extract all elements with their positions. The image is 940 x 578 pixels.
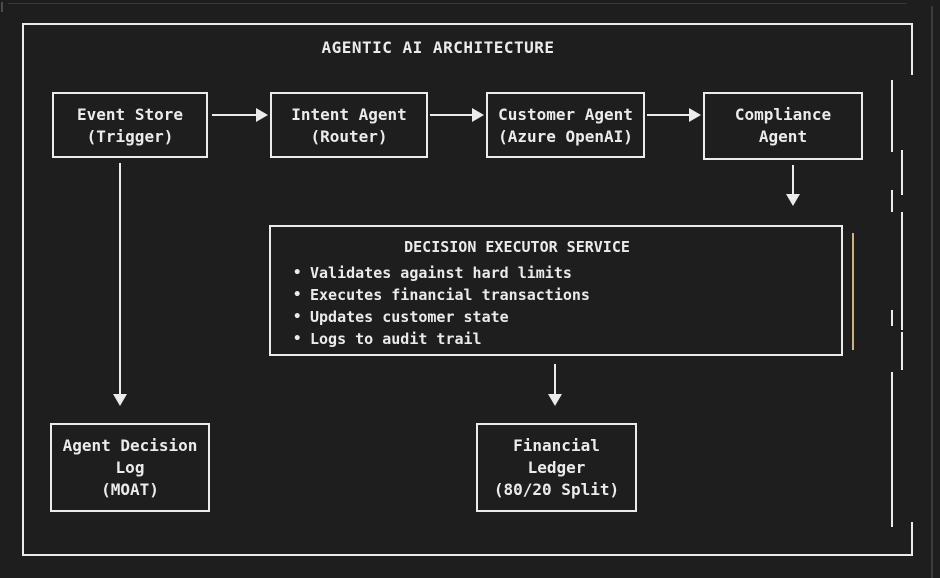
dash-segment (891, 80, 893, 152)
box-label-line: (Router) (310, 127, 388, 146)
frame-right-corner-top (911, 23, 913, 75)
box-compliance-agent: Compliance Agent (703, 92, 863, 160)
dash-segment (901, 150, 903, 195)
executor-title: DECISION EXECUTOR SERVICE (404, 238, 630, 256)
arrowhead-down-icon (113, 394, 127, 406)
box-label-line: Event Store (77, 105, 183, 124)
arrowhead-right-icon (472, 108, 484, 122)
window-top-left-tick (1, 2, 3, 12)
executor-right-dash (852, 233, 854, 350)
box-label-line: Log (115, 458, 145, 477)
bullet-icon: • (293, 265, 302, 281)
box-label-line: (80/20 Split) (493, 480, 620, 499)
bullet-icon: • (293, 309, 302, 325)
arrowhead-right-icon (256, 108, 268, 122)
executor-bullet-list: • Validates against hard limits • Execut… (293, 262, 590, 350)
box-intent-agent: Intent Agent (Router) (270, 92, 428, 158)
executor-bullet-item: • Updates customer state (293, 306, 590, 328)
diagram-title: AGENTIC AI ARCHITECTURE (321, 38, 555, 57)
window-top-edge (8, 3, 906, 4)
box-financial-ledger: Financial Ledger (80/20 Split) (476, 423, 637, 512)
box-label-line: Agent (758, 127, 808, 146)
bullet-icon: • (293, 287, 302, 303)
box-label-line: Intent Agent (291, 105, 407, 124)
executor-bullet-item: • Validates against hard limits (293, 262, 590, 284)
arrow-line (430, 114, 474, 116)
arrowhead-down-icon (548, 394, 562, 406)
box-decision-executor: DECISION EXECUTOR SERVICE • Validates ag… (269, 225, 843, 356)
box-label-line: Compliance (734, 105, 832, 124)
bullet-text: Updates customer state (310, 308, 509, 326)
frame-right-corner-bottom (911, 522, 913, 556)
box-agent-decision-log: Agent Decision Log (MOAT) (50, 423, 210, 512)
box-label-line: Agent Decision (62, 436, 198, 455)
box-event-store: Event Store (Trigger) (52, 92, 208, 158)
arrow-line (119, 163, 121, 394)
executor-bullet-item: • Logs to audit trail (293, 328, 590, 350)
arrow-line (792, 165, 794, 194)
window-right-edge (931, 6, 933, 578)
executor-bullet-item: • Executes financial transactions (293, 284, 590, 306)
arrowhead-right-icon (689, 108, 701, 122)
box-label-line: (Azure OpenAI) (498, 127, 633, 146)
arrow-line (647, 114, 691, 116)
box-label-line: (Trigger) (86, 127, 174, 146)
box-label-line: Customer Agent (498, 105, 633, 124)
arrow-line (554, 364, 556, 394)
arrow-line (212, 114, 258, 116)
architecture-frame (22, 23, 913, 556)
dash-segment (901, 212, 903, 330)
box-customer-agent: Customer Agent (Azure OpenAI) (486, 92, 645, 158)
bullet-icon: • (293, 331, 302, 347)
bullet-text: Executes financial transactions (310, 286, 590, 304)
dash-segment (891, 372, 893, 527)
bullet-text: Logs to audit trail (310, 330, 482, 348)
bullet-text: Validates against hard limits (310, 264, 572, 282)
dash-segment (901, 332, 903, 370)
dash-segment (891, 190, 893, 212)
box-label-line: Ledger (527, 458, 586, 477)
box-label-line: (MOAT) (101, 480, 159, 499)
arrowhead-down-icon (786, 194, 800, 206)
dash-segment (891, 310, 893, 326)
box-label-line: Financial (513, 436, 600, 455)
